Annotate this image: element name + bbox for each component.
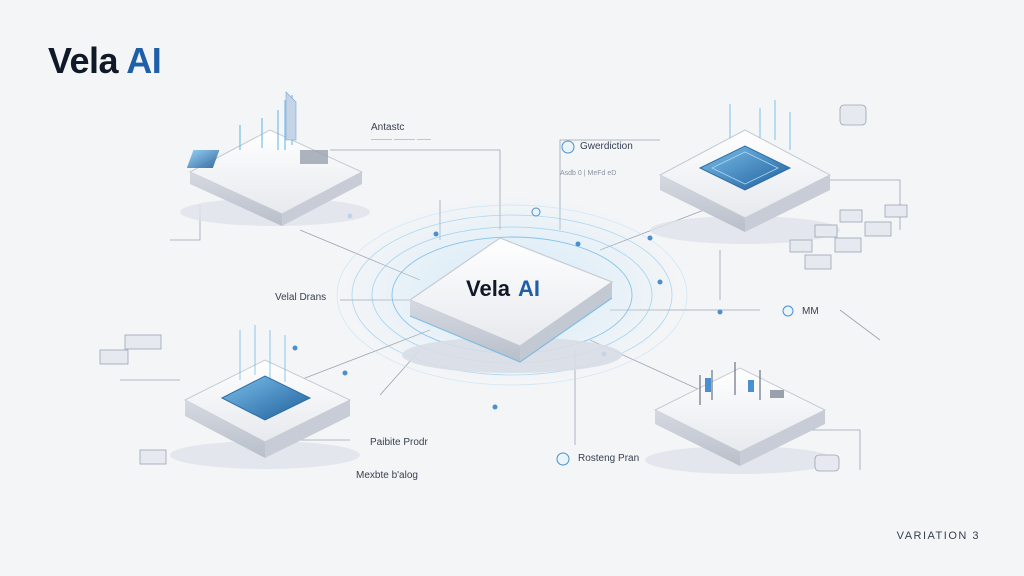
widget-box bbox=[124, 334, 162, 350]
node-dot bbox=[433, 231, 439, 237]
node-dot bbox=[342, 370, 348, 376]
hub-name: Vela bbox=[466, 276, 511, 301]
widget-box bbox=[99, 349, 129, 365]
widget-box bbox=[814, 454, 840, 472]
connector-line bbox=[839, 309, 881, 341]
info-icon bbox=[782, 305, 794, 317]
label-bottom-left: Paibite Prodr bbox=[370, 437, 428, 448]
connector-line bbox=[800, 429, 861, 470]
label-right-mid: MM bbox=[802, 306, 819, 317]
label-bottom-right: Rosteng Pran bbox=[578, 453, 640, 464]
label-icons bbox=[556, 140, 794, 466]
widget-box bbox=[884, 204, 908, 218]
node-dot bbox=[717, 309, 723, 315]
widget-box bbox=[839, 209, 863, 223]
label-left-mid: Velal Drans bbox=[275, 292, 327, 303]
brand-accent: AI bbox=[126, 40, 162, 81]
label-top-right: Gwerdiction bbox=[580, 141, 633, 152]
device-bottom-left bbox=[170, 325, 360, 469]
device-port bbox=[300, 150, 328, 164]
peripheral-widgets bbox=[99, 104, 908, 472]
info-icon bbox=[556, 452, 570, 466]
widget-box bbox=[814, 224, 838, 238]
device-top-left bbox=[180, 91, 370, 226]
node-dot bbox=[657, 279, 663, 285]
widget-box bbox=[839, 104, 867, 126]
node-dot bbox=[647, 235, 653, 241]
device-top-right bbox=[650, 100, 840, 244]
node-dot bbox=[292, 345, 298, 351]
widget-box bbox=[804, 254, 832, 270]
node-dot bbox=[531, 207, 541, 217]
label-top-left-sub: ——— ——— —— bbox=[371, 136, 431, 143]
widget-box bbox=[789, 239, 813, 253]
label-bottom-left-sub: Mexbte b'alog bbox=[356, 470, 418, 481]
node-dot bbox=[492, 404, 498, 410]
node-dot bbox=[575, 241, 581, 247]
brand-logo: Vela AI bbox=[48, 40, 162, 82]
label-top-left: Antastc bbox=[371, 122, 405, 133]
device-bottom-right bbox=[645, 362, 835, 474]
info-icon bbox=[561, 140, 575, 154]
widget-box bbox=[864, 221, 892, 237]
widget-box bbox=[834, 237, 862, 253]
brand-name: Vela bbox=[48, 40, 119, 81]
label-top-right-sub: Asdb 0 | MeFd eD bbox=[560, 170, 617, 177]
central-hub: Vela AI bbox=[402, 237, 622, 373]
hub-accent: AI bbox=[518, 276, 540, 301]
widget-box bbox=[139, 449, 167, 465]
node-dots bbox=[292, 207, 723, 410]
variation-label: VARIATION 3 bbox=[896, 530, 980, 542]
